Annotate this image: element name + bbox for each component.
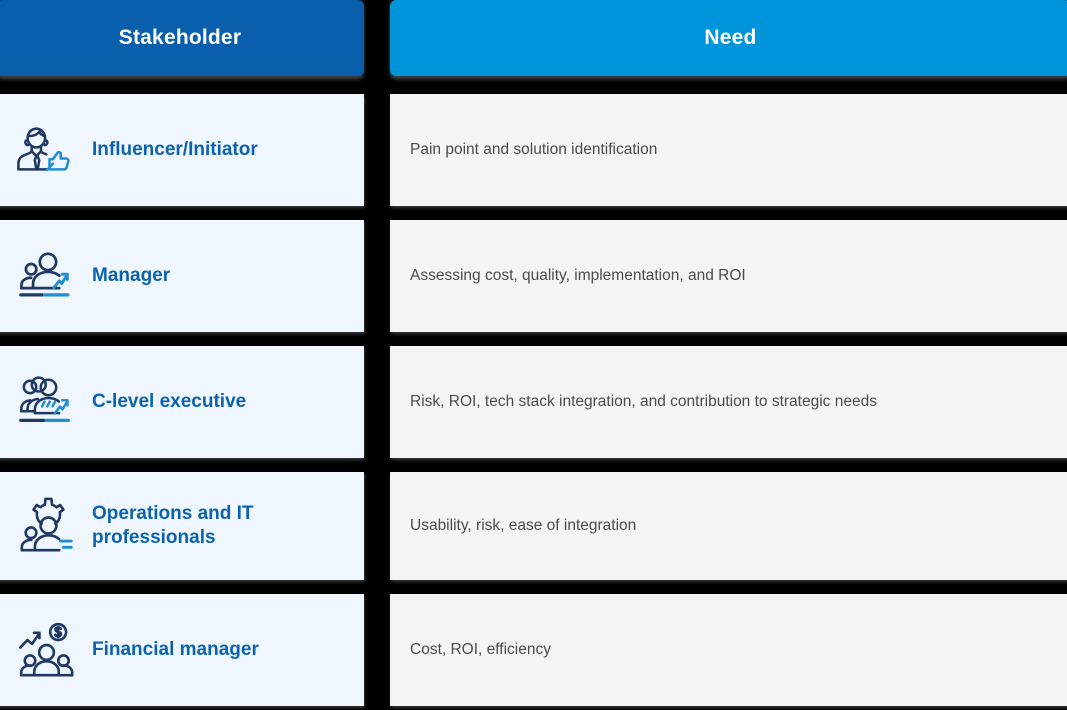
- stakeholder-cell: Operations and IT professionals: [0, 472, 364, 580]
- table-row: Financial manager Cost, ROI, efficiency: [0, 594, 1067, 706]
- stakeholder-label: C-level executive: [92, 390, 247, 412]
- need-text: Risk, ROI, tech stack integration, and c…: [410, 393, 877, 411]
- stakeholder-label: Influencer/Initiator: [92, 138, 258, 160]
- people-gear-settings-icon: [14, 493, 80, 559]
- need-cell: Cost, ROI, efficiency: [390, 594, 1067, 706]
- column-header-need: Need: [390, 0, 1067, 76]
- stakeholder-label-line-2: professionals: [92, 527, 216, 548]
- column-header-stakeholder: Stakeholder: [0, 0, 364, 76]
- stakeholder-label: Operations and IT professionals: [92, 502, 254, 551]
- table-row: C-level executive Risk, ROI, tech stack …: [0, 346, 1067, 458]
- column-header-stakeholder-label: Stakeholder: [118, 26, 242, 49]
- people-group-growth-arrow-icon: [14, 369, 80, 435]
- table-row: Influencer/Initiator Pain point and solu…: [0, 94, 1067, 206]
- need-text: Usability, risk, ease of integration: [410, 517, 637, 535]
- need-cell: Risk, ROI, tech stack integration, and c…: [390, 346, 1067, 458]
- need-text: Pain point and solution identification: [410, 141, 658, 159]
- stakeholder-cell: Influencer/Initiator: [0, 94, 364, 206]
- stakeholder-cell: Financial manager: [0, 594, 364, 706]
- need-text: Assessing cost, quality, implementation,…: [410, 267, 746, 285]
- stakeholder-label: Manager: [92, 264, 171, 286]
- table-header-row: Stakeholder Need: [0, 0, 1067, 76]
- people-dollar-growth-icon: [14, 617, 80, 683]
- need-text: Cost, ROI, efficiency: [410, 641, 551, 659]
- stakeholder-cell: C-level executive: [0, 346, 364, 458]
- stakeholder-label-line-1: Operations and IT: [92, 502, 254, 524]
- table-row: Operations and IT professionals Usabilit…: [0, 472, 1067, 580]
- need-cell: Assessing cost, quality, implementation,…: [390, 220, 1067, 332]
- column-header-need-label: Need: [704, 26, 757, 49]
- stakeholder-cell: Manager: [0, 220, 364, 332]
- stakeholder-label: Financial manager: [92, 638, 259, 660]
- two-people-growth-arrow-icon: [14, 243, 80, 309]
- businessperson-thumbsup-icon: [14, 117, 80, 183]
- need-cell: Pain point and solution identification: [390, 94, 1067, 206]
- table-row: Manager Assessing cost, quality, impleme…: [0, 220, 1067, 332]
- need-cell: Usability, risk, ease of integration: [390, 472, 1067, 580]
